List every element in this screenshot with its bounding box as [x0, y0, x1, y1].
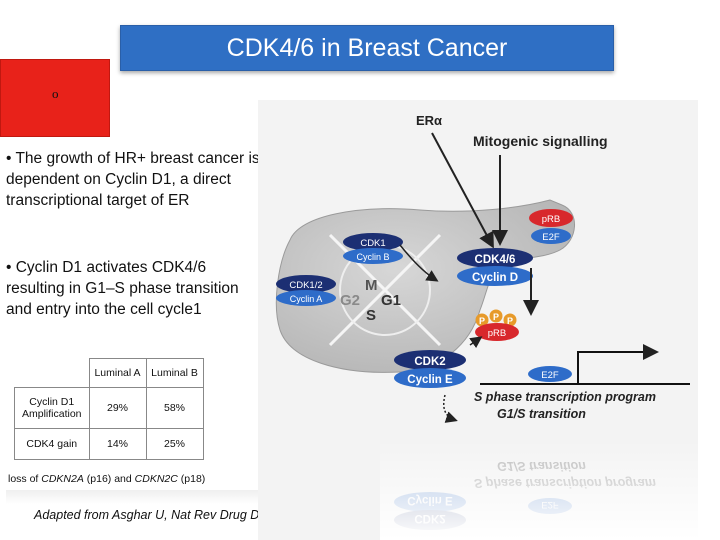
- cdk12-cyclin-a: CDK1/2 Cyclin A: [276, 275, 336, 306]
- prb-label: pRB: [542, 214, 560, 225]
- reflection-fade: [380, 440, 710, 540]
- phase-s: S: [366, 307, 376, 324]
- s-phase-label: S phase transcription program: [474, 390, 656, 404]
- red-placeholder-box: o: [0, 59, 110, 137]
- luminal-table: Luminal A Luminal B Cyclin D1 Amplificat…: [14, 358, 204, 460]
- table-row: Cyclin D1 Amplification 29% 58%: [14, 387, 204, 429]
- bullet-1: • The growth of HR+ breast cancer is dep…: [6, 150, 260, 209]
- table-row: CDK4 gain 14% 25%: [14, 428, 204, 460]
- loss-mid-1: (p16) and: [83, 473, 135, 485]
- feedback-arrow: [443, 394, 458, 423]
- cell-luminal-b: 25%: [145, 428, 204, 460]
- cycle-divider: [328, 233, 442, 347]
- cdk12-label: CDK1/2: [289, 280, 322, 291]
- cdk46-cyclin-d: CDK4/6 Cyclin D: [457, 248, 533, 286]
- red-box-text: o: [52, 86, 59, 101]
- cdk2-arrow: [469, 336, 483, 349]
- gene-cdkn2c: CDKN2C: [134, 473, 178, 485]
- row-label: Cyclin D1 Amplification: [14, 387, 90, 429]
- er-arrow: [431, 132, 494, 249]
- citation: Adapted from Asghar U, Nat Rev Drug Disc…: [34, 508, 320, 522]
- phase-m: M: [365, 277, 378, 294]
- e2f-label: E2F: [542, 232, 560, 243]
- phase-g1: G1: [381, 292, 401, 309]
- cdk2-label: CDK2: [414, 356, 445, 368]
- mitogenic-label: Mitogenic signalling: [473, 133, 608, 149]
- er-alpha-label: ERα: [416, 113, 442, 128]
- row-label: CDK4 gain: [14, 428, 90, 460]
- cdk46-label: CDK4/6: [475, 254, 516, 266]
- table-corner-cell: [14, 358, 90, 388]
- bullet-2: • Cyclin D1 activates CDK4/6 resulting i…: [6, 259, 239, 318]
- cdk1-label: CDK1: [360, 238, 385, 249]
- phospho-p-label: P: [507, 316, 513, 326]
- phase-g2: G2: [340, 292, 360, 309]
- phospho-p-label: P: [493, 312, 499, 322]
- prb2-label: pRB: [488, 328, 506, 339]
- cyclin-d-label: Cyclin D: [472, 272, 518, 284]
- phospho-p-label: P: [479, 316, 485, 326]
- slide-title: CDK4/6 in Breast Cancer: [120, 25, 614, 71]
- cdk2-cyclin-e: CDK2 Cyclin E: [394, 350, 466, 388]
- cyclin-b-label: Cyclin B: [356, 252, 389, 262]
- loss-note: loss of CDKN2A (p16) and CDKN2C (p18): [8, 473, 205, 485]
- prb-e2f-complex: pRB E2F: [529, 209, 573, 244]
- cyclin-e-label: Cyclin E: [407, 374, 453, 386]
- cycle-arrow: [399, 244, 439, 282]
- table-header-row: Luminal A Luminal B: [14, 358, 204, 388]
- e2f-lower: E2F: [528, 366, 572, 382]
- transcription-arrow: [577, 344, 659, 384]
- text-reflection: [6, 490, 296, 504]
- cell-luminal-a: 14%: [88, 428, 147, 460]
- loss-mid-2: (p18): [177, 473, 206, 485]
- loss-prefix: loss of: [8, 473, 42, 485]
- gene-cdkn2a: CDKN2A: [41, 473, 84, 485]
- cdk1-cyclin-b: CDK1 Cyclin B: [343, 233, 403, 264]
- e2f2-label: E2F: [541, 370, 559, 381]
- g1s-label: G1/S transition: [497, 407, 586, 421]
- cyclin-a-label: Cyclin A: [290, 294, 323, 304]
- phospho-prb: P P P pRB: [475, 309, 519, 341]
